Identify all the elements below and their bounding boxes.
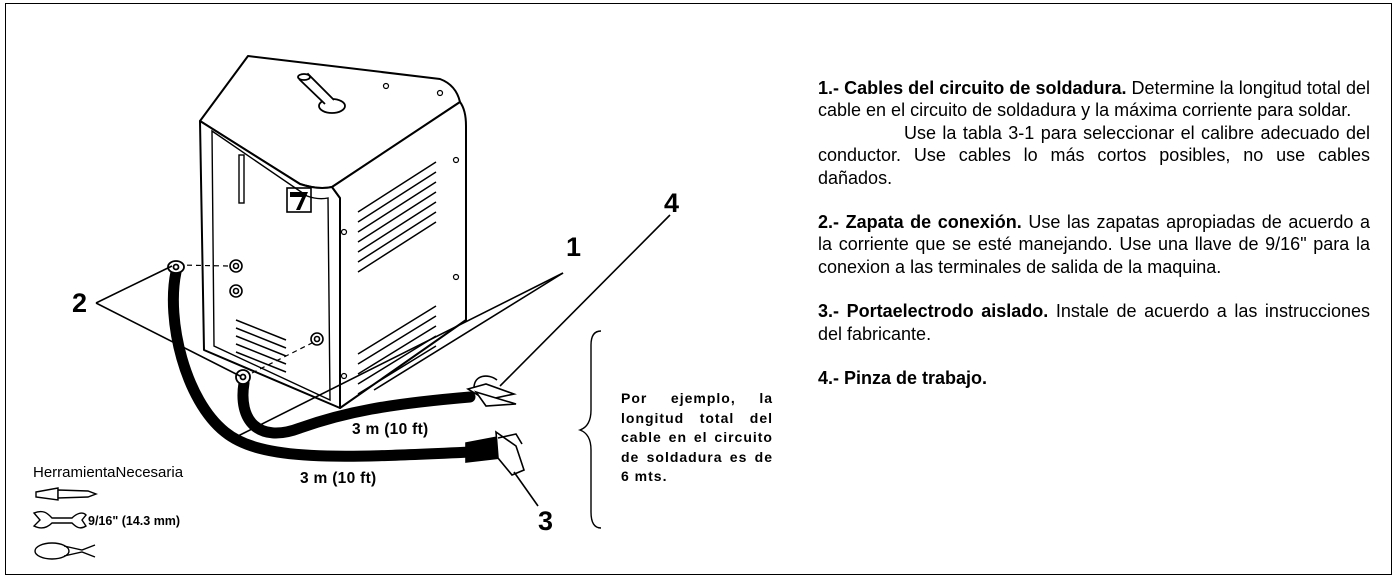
instructions: 1.- Cables del circuito de soldadura. De… (818, 77, 1370, 389)
callout-4: 4 (664, 188, 680, 218)
instruction-1b-text: Use la tabla 3-1 para seleccionar el cal… (818, 122, 1370, 188)
electrode-holder-icon (465, 430, 525, 476)
callout-1: 1 (566, 232, 582, 262)
wrench-icon (32, 510, 87, 529)
work-clamp-icon (466, 375, 517, 407)
pliers-icon (34, 542, 96, 560)
instruction-2-title: 2.- Zapata de conexión. (818, 212, 1022, 233)
callout-2: 2 (72, 288, 88, 318)
instruction-3-text: Instale de acuerdo a las instrucciones d… (818, 301, 1370, 344)
machine-side-face (331, 101, 467, 409)
instruction-4-title: 4.- Pinza de trabajo. (818, 368, 988, 389)
instruction-1b: Use la tabla 3-1 para seleccionar el cal… (818, 122, 1370, 189)
instruction-4: 4.- Pinza de trabajo. (818, 367, 1370, 389)
output-terminals (229, 259, 324, 346)
cable-lug-icon (167, 260, 251, 385)
machine-handle (297, 72, 346, 114)
cable-length-lower: 3 m (10 ft) (300, 470, 377, 487)
instruction-1: 1.- Cables del circuito de soldadura. De… (818, 77, 1370, 122)
instruction-3-title: 3.- Portaelectrodo aislado. (818, 301, 1049, 322)
screwdriver-icon (35, 487, 98, 501)
example-bracket (577, 330, 602, 529)
instruction-2: 2.- Zapata de conexión. Use las zapatas … (818, 211, 1370, 278)
brand-logo-icon (286, 187, 312, 213)
cable-upper (237, 377, 476, 439)
cable-lower (167, 266, 476, 462)
example-note: Por ejemplo, la longitud total del cable… (621, 390, 773, 484)
instruction-1-text: Determine la longitud total del cable en… (818, 78, 1370, 121)
instruction-2-text: Use las zapatas apropiadas de acuerdo a … (818, 212, 1370, 277)
wrench-size-label: 9/16" (14.3 mm) (88, 514, 181, 528)
page-frame (5, 3, 1392, 575)
instruction-1-title: 1.- Cables del circuito de soldadura. (818, 78, 1127, 98)
callout-3: 3 (538, 506, 554, 536)
instruction-3: 3.- Portaelectrodo aislado. Instale de a… (818, 300, 1370, 345)
cable-length-upper: 3 m (10 ft) (352, 421, 429, 438)
welding-machine-illustration (32, 55, 671, 560)
tools-heading: HerramientaNecesaria (33, 464, 184, 481)
